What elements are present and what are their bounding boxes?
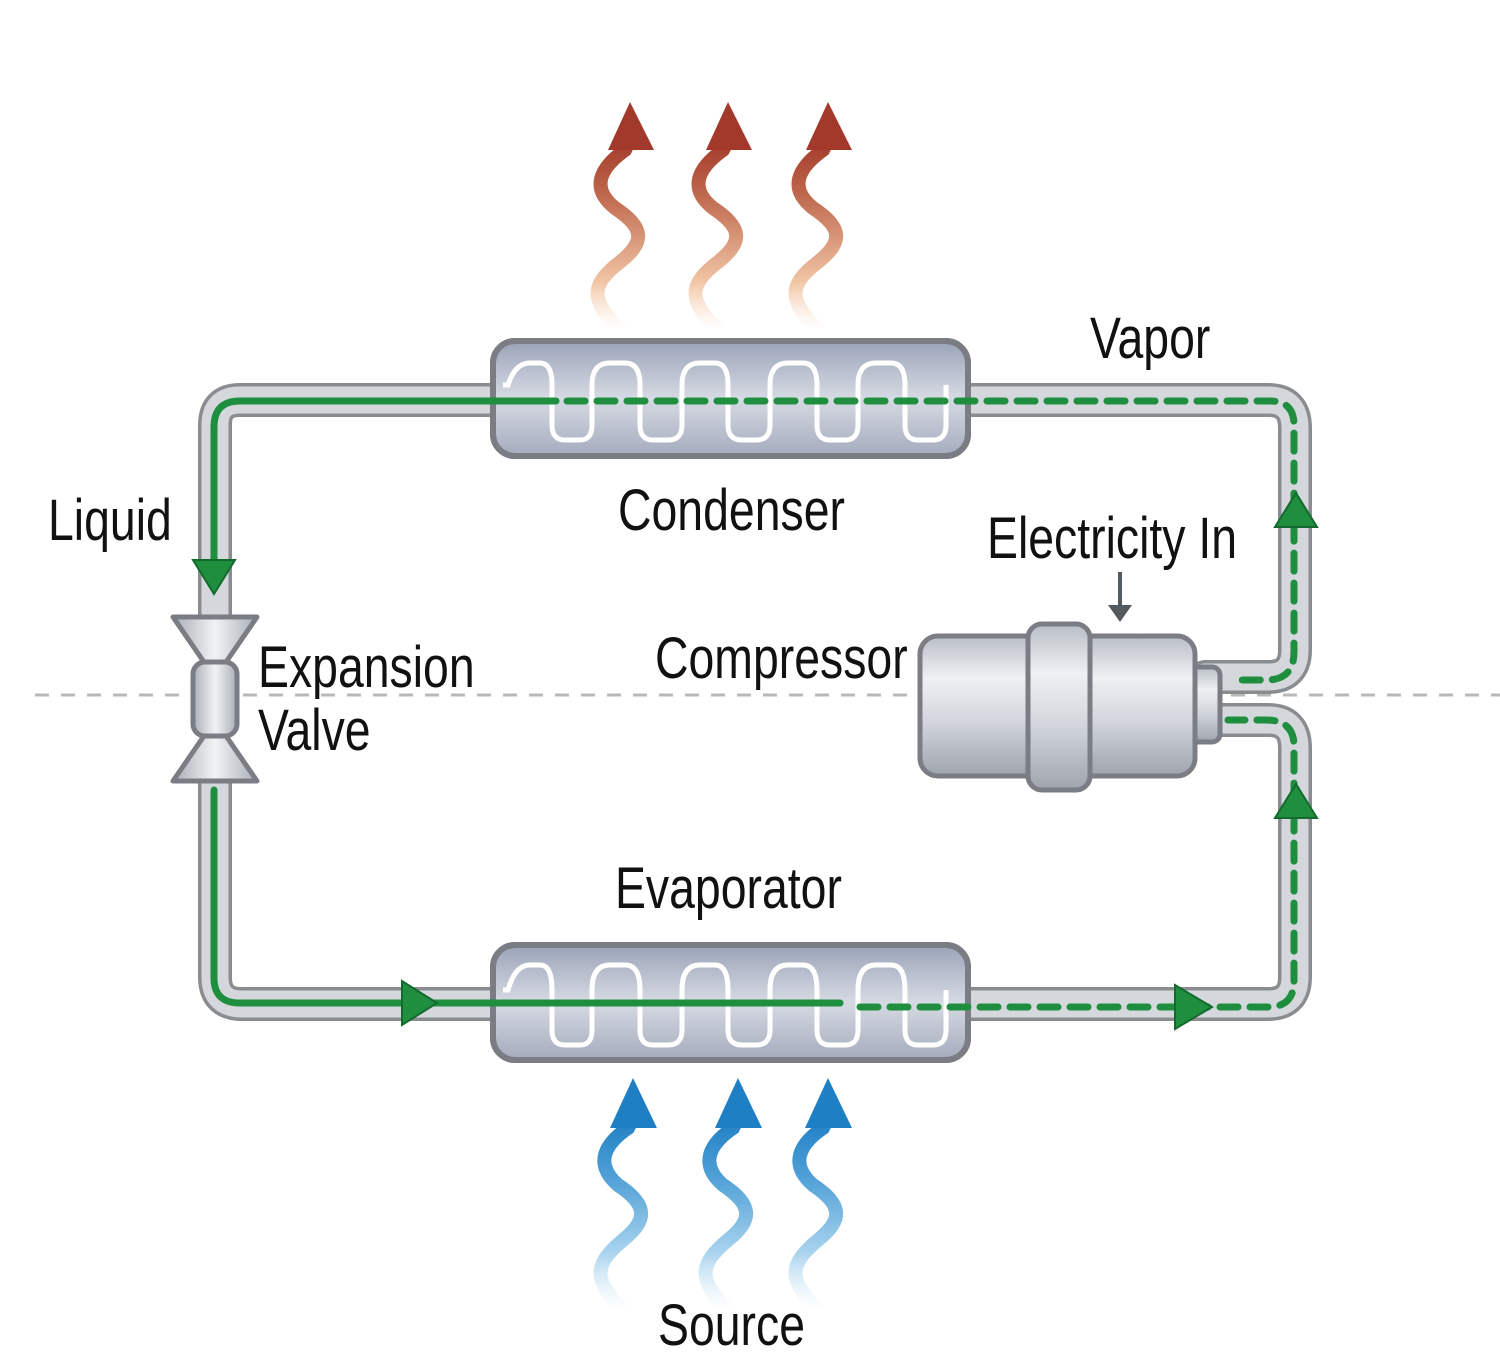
wavy-arrow-up-blue-icon (593, 1078, 657, 1317)
flow-arrow-up-icon (1273, 782, 1319, 819)
wavy-arrow-up-blue-icon (698, 1078, 762, 1317)
expansion-valve (170, 614, 260, 784)
refrigerant-flow (210, 397, 1298, 1011)
source-label: Source (658, 1293, 805, 1358)
wavy-arrow-up-blue-icon (788, 1078, 852, 1317)
valve-label: Valve (258, 698, 371, 763)
electricity-in-label: Electricity In (987, 506, 1237, 571)
heat-in-arrows (593, 1078, 852, 1317)
heat-out-arrows (590, 102, 852, 337)
wavy-arrow-up-red-icon (688, 102, 752, 337)
wavy-arrow-up-red-icon (590, 102, 654, 337)
evaporator-label: Evaporator (615, 856, 842, 921)
condenser-label: Condenser (618, 478, 845, 543)
flow-arrow-right-icon (1174, 983, 1214, 1031)
vapor-label: Vapor (1090, 306, 1210, 371)
compressor-label: Compressor (655, 626, 908, 691)
flow-arrow-up-icon (1273, 491, 1319, 528)
flow-arrow-right-icon (401, 979, 439, 1027)
wavy-arrow-up-red-icon (788, 102, 852, 337)
flow-arrow-down-icon (191, 559, 237, 596)
expansion-label: Expansion (258, 635, 475, 700)
compressor-unit (917, 621, 1223, 793)
liquid-label: Liquid (48, 488, 172, 553)
arrow-down-icon (1108, 572, 1132, 622)
